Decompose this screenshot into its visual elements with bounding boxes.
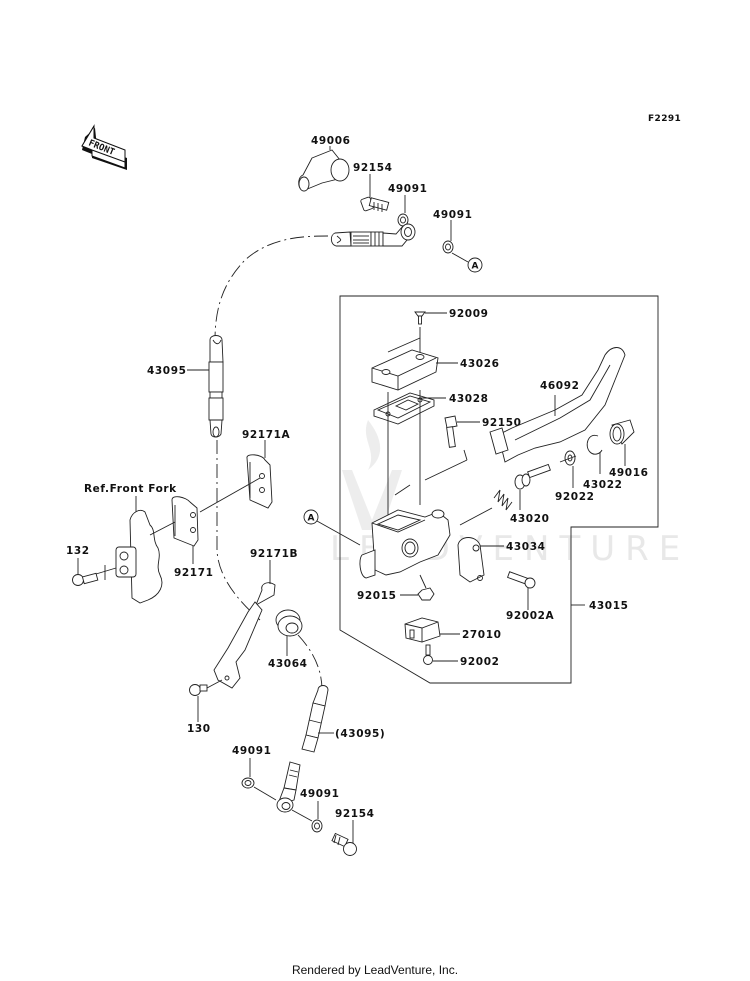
part-92154-banjo-bolt[interactable] (360, 196, 390, 212)
label-43015: 43015 (589, 600, 629, 612)
label-130: 130 (187, 723, 211, 735)
label-43020: 43020 (510, 513, 550, 525)
label-43095: 43095 (147, 365, 187, 377)
part-92171-clamp[interactable] (171, 496, 199, 547)
lower-hose-line (297, 634, 323, 691)
callout-a-top (467, 257, 483, 273)
label-49091-a: 49091 (388, 183, 428, 195)
part-43026-reservoir-cap[interactable] (371, 349, 439, 391)
lower-hose-bracket (213, 601, 263, 689)
part-43028-diaphragm[interactable] (373, 392, 435, 425)
part-92015-nut[interactable] (417, 587, 435, 601)
part-lower-banjo-fitting (276, 761, 301, 813)
part-92009-screw[interactable] (414, 311, 426, 325)
part-27010-brake-switch[interactable] (404, 617, 441, 643)
label-49006: 49006 (311, 135, 351, 147)
label-43095-ref: (43095) (335, 728, 385, 740)
label-43028: 43028 (449, 393, 489, 405)
label-27010: 27010 (462, 629, 502, 641)
part-43095-lower-hose-end (301, 685, 329, 753)
part-43020-piston-assembly[interactable] (493, 455, 577, 511)
part-49091-washer[interactable] (442, 240, 454, 254)
part-92002-screw[interactable] (423, 644, 433, 665)
part-hose-upper-fitting (330, 223, 416, 247)
part-92171A-clamp[interactable] (246, 454, 273, 509)
label-49091-b: 49091 (433, 209, 473, 221)
part-43064-grommet[interactable] (275, 609, 303, 637)
part-43022-circlip[interactable] (586, 434, 603, 455)
part-49006-tee[interactable] (298, 149, 350, 192)
part-49091-washer[interactable] (311, 819, 323, 833)
callout-a-top-text: A (472, 262, 479, 272)
part-master-cylinder-body (359, 509, 451, 579)
label-92171B: 92171B (250, 548, 298, 560)
brake-hose-line-lower (216, 440, 261, 621)
label-92154-top: 92154 (353, 162, 393, 174)
label-43026: 43026 (460, 358, 500, 370)
label-49091-d: 49091 (300, 788, 340, 800)
part-132-bolt[interactable] (72, 572, 99, 586)
label-43034: 43034 (506, 541, 546, 553)
part-49016-dust-boot[interactable] (609, 419, 635, 445)
footer-credit: Rendered by LeadVenture, Inc. (291, 963, 459, 977)
part-43095-brake-hose[interactable] (208, 335, 224, 438)
part-92171B-clip[interactable] (255, 582, 276, 607)
part-92154-banjo-bolt-lower[interactable] (331, 832, 357, 856)
label-43022: 43022 (583, 479, 623, 491)
callout-a-body (303, 509, 319, 525)
part-92002A-bolt[interactable] (507, 571, 536, 589)
part-43034-clamp-holder[interactable] (457, 537, 485, 583)
part-130-bolt[interactable] (189, 684, 208, 696)
label-46092: 46092 (540, 380, 580, 392)
label-92002: 92002 (460, 656, 500, 668)
front-direction-arrow-icon: FRONT (81, 124, 127, 170)
part-46092-brake-lever[interactable] (489, 347, 626, 463)
label-92150: 92150 (482, 417, 522, 429)
label-92015: 92015 (357, 590, 397, 602)
label-49091-c: 49091 (232, 745, 272, 757)
part-92150-pivot-bolt[interactable] (444, 415, 458, 448)
label-92171A: 92171A (242, 429, 291, 441)
figure-code: F2291 (648, 114, 681, 124)
label-43064: 43064 (268, 658, 308, 670)
brake-hose-line (214, 235, 329, 341)
part-49091-washer[interactable] (241, 777, 255, 789)
ref-front-fork: Ref.Front Fork (84, 483, 177, 495)
label-132: 132 (66, 545, 90, 557)
label-92002A: 92002A (506, 610, 555, 622)
label-49016: 49016 (609, 467, 649, 479)
callout-a-body-text: A (308, 514, 315, 524)
label-92022: 92022 (555, 491, 595, 503)
label-92154-bottom: 92154 (335, 808, 375, 820)
label-92171: 92171 (174, 567, 214, 579)
front-fork-bracket (115, 509, 163, 604)
label-92009: 92009 (449, 308, 489, 320)
